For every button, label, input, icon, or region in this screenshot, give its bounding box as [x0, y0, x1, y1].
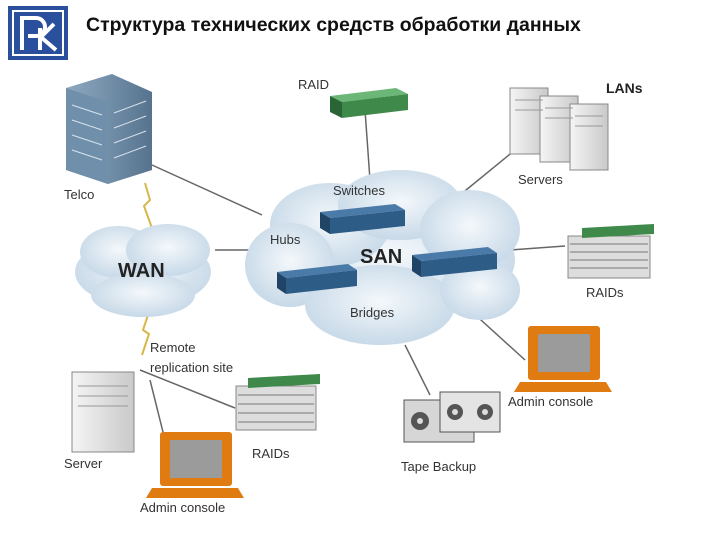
switch-device: [320, 204, 405, 234]
admin-console-right-icon: [514, 326, 612, 392]
admin-console-right-label: Admin console: [508, 394, 593, 409]
connection-lines: [139, 109, 566, 461]
raids-left-icon: [235, 374, 320, 431]
raids-left-label: RAIDs: [252, 446, 290, 461]
san-label: SAN: [360, 246, 402, 268]
lans-label: LANs: [606, 80, 643, 96]
raids-right-icon: [567, 224, 654, 279]
university-logo-icon: [8, 6, 68, 60]
bridge-device: [412, 247, 497, 277]
admin-console-left-icon: [146, 432, 244, 498]
wan-cloud: [75, 224, 211, 317]
raids-right-label: RAIDs: [586, 285, 624, 300]
server-left-label: Server: [64, 456, 103, 471]
telco-building-icon: [66, 74, 152, 184]
tape-backup-icon: [403, 391, 501, 443]
raid-top-label: RAID: [298, 77, 329, 92]
telco-label: Telco: [64, 187, 94, 202]
hubs-label: Hubs: [270, 232, 301, 247]
bridges-label: Bridges: [350, 305, 395, 320]
lan-servers-icon: [509, 87, 609, 171]
servers-label: Servers: [518, 172, 563, 187]
tape-backup-label: Tape Backup: [401, 459, 476, 474]
slide-title: Структура технических средств обработки …: [86, 14, 581, 36]
wan-label: WAN: [118, 260, 165, 282]
replication-site-label: replication site: [150, 360, 233, 375]
switches-label: Switches: [333, 183, 386, 198]
remote-label: Remote: [150, 340, 196, 355]
admin-console-left-label: Admin console: [140, 500, 225, 515]
raid-top-icon: [330, 88, 408, 118]
hub-device: [277, 264, 357, 294]
server-left-icon: [71, 371, 135, 453]
